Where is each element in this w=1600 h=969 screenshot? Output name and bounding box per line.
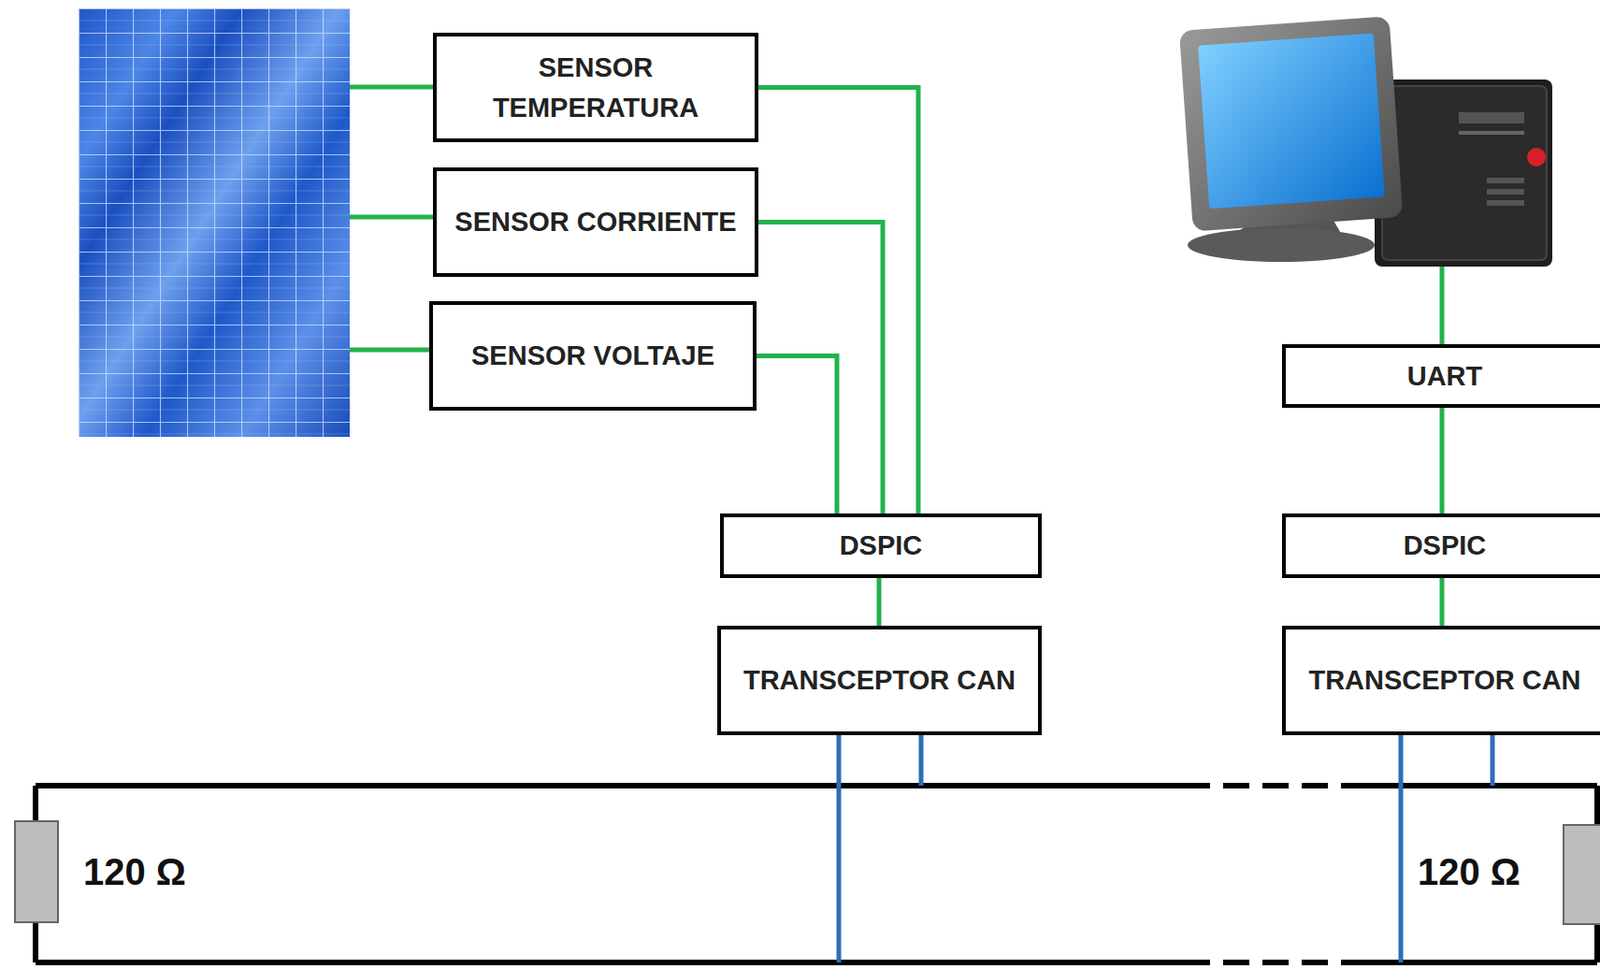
process-box: TRANSCEPTOR CAN [1282,625,1600,736]
box-label: TRANSCEPTOR CAN [1308,660,1581,700]
box-label: TRANSCEPTOR CAN [743,660,1016,700]
process-box: TRANSCEPTOR CAN [717,625,1042,736]
process-box: SENSOR CORRIENTE [432,167,759,277]
resistor-symbol [14,821,1600,924]
resistor-value: 120 Ω [1415,850,1523,894]
box-label: UART [1407,356,1484,396]
box-label: DSPIC [839,525,923,565]
process-box: UART [1282,344,1600,408]
resistor-value: 120 Ω [81,850,188,894]
box-label: SENSOR CORRIENTE [454,201,736,242]
process-box: DSPIC [1282,513,1600,578]
process-box: SENSOR TEMPERATURA [432,32,759,143]
solar-panel [78,8,350,437]
signal-wire [1440,407,1445,514]
computer-icon [1179,15,1553,267]
box-label: DSPIC [1403,525,1487,565]
signal-wire [758,222,883,515]
can-bus [35,785,1598,963]
can-stub [838,735,1493,963]
process-box: SENSOR VOLTAJE [429,301,757,411]
process-box: DSPIC [720,513,1042,578]
box-label: SENSOR VOLTAJE [471,335,715,375]
signal-wire [877,577,882,626]
box-label: SENSOR TEMPERATURA [451,47,740,127]
signal-wire [756,356,837,515]
signal-wire [1440,577,1445,626]
